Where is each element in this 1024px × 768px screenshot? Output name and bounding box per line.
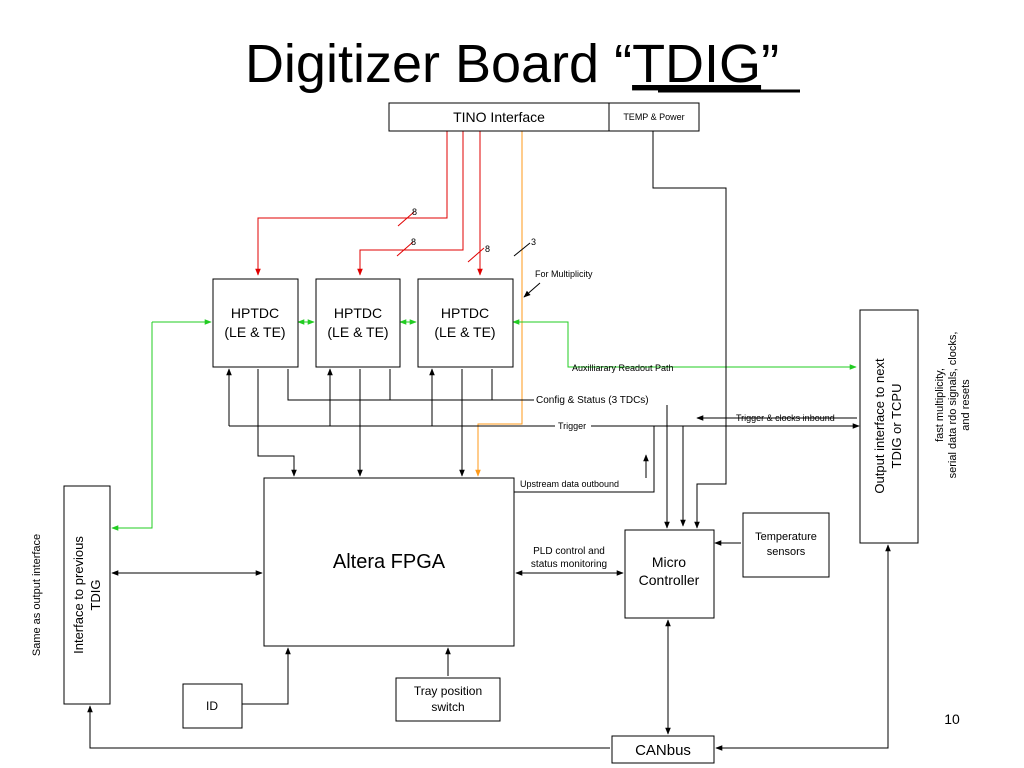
page-number: 10	[944, 711, 960, 727]
tray-position-box	[395, 677, 501, 722]
side-note-line-1: fast multiplicity,	[934, 368, 946, 442]
hptdc-block-1: HPTDC (LE & TE)	[212, 278, 299, 368]
trigger-clocks-label: Trigger & clocks inbound	[736, 413, 835, 423]
micro-controller-box	[624, 529, 715, 619]
status-monitoring-label: status monitoring	[531, 559, 607, 570]
bus-width-label-3: 3	[531, 237, 536, 247]
svg-text:HPTDC: HPTDC	[231, 305, 279, 321]
input-interface-box	[63, 485, 111, 705]
for-multiplicity-label: For Multiplicity	[535, 269, 593, 279]
config-status-label-bg	[534, 393, 674, 405]
output-interface-box	[859, 309, 919, 544]
tray-position-label-2: switch	[431, 700, 464, 714]
micro-controller-label-2: Controller	[639, 572, 700, 588]
trigger-label: Trigger	[558, 421, 586, 431]
side-note-line-2: serial data rdo signals, clocks,	[947, 332, 959, 479]
temperature-sensors-label-2: sensors	[767, 546, 806, 558]
multiplicity-line	[475, 131, 523, 477]
pld-control-label: PLD control and	[533, 546, 605, 557]
bus-width-label-a: 8	[412, 207, 417, 217]
temp-power-box	[608, 102, 700, 132]
output-interface-label-1: Output interface to next	[872, 358, 887, 494]
config-status-label: Config & Status (3 TDCs)	[536, 395, 649, 406]
temperature-sensors-box	[742, 512, 830, 578]
fpga-label: Altera FPGA	[333, 551, 446, 573]
canbus-label: CANbus	[635, 742, 691, 759]
upstream-label: Upstream data outbound	[520, 479, 619, 489]
tino-interface-label: TINO Interface	[453, 109, 545, 125]
bus-width-label-c: 8	[485, 244, 490, 254]
aux-readout-label: Auxilliarary Readout Path	[572, 363, 674, 373]
readout-path-lines	[111, 319, 857, 531]
hptdc-block-3: HPTDC (LE & TE)	[417, 278, 514, 368]
input-interface-label-2: TDIG	[88, 579, 103, 610]
fpga-box	[263, 477, 515, 647]
multiplicity-tick	[513, 242, 531, 257]
data-bus-lines	[255, 131, 485, 276]
svg-text:(LE & TE): (LE & TE)	[224, 324, 285, 340]
svg-text:(LE & TE): (LE & TE)	[434, 324, 495, 340]
bus-width-label-b: 8	[411, 237, 416, 247]
page-title: Digitizer Board “TDIG”	[245, 34, 779, 94]
temp-power-label: TEMP & Power	[623, 112, 684, 122]
svg-text:(LE & TE): (LE & TE)	[327, 324, 388, 340]
id-label: ID	[206, 699, 218, 713]
same-as-output-label: Same as output interface	[31, 534, 43, 656]
svg-text:HPTDC: HPTDC	[441, 305, 489, 321]
temperature-sensors-label-1: Temperature	[755, 531, 817, 543]
output-interface-label-2: TDIG or TCPU	[889, 384, 904, 469]
id-box	[182, 683, 243, 729]
tino-interface-box	[388, 102, 610, 132]
trigger-label-bg	[555, 420, 591, 431]
for-multiplicity-arrow	[523, 282, 541, 298]
hptdc-block-2: HPTDC (LE & TE)	[315, 278, 401, 368]
micro-controller-label-1: Micro	[652, 554, 686, 570]
svg-text:HPTDC: HPTDC	[334, 305, 382, 321]
tray-position-label-1: Tray position	[414, 684, 482, 698]
input-interface-label-1: Interface to previous	[71, 536, 86, 654]
side-note-line-3: and resets	[960, 379, 972, 431]
control-lines	[87, 131, 891, 751]
canbus-box	[611, 735, 715, 764]
